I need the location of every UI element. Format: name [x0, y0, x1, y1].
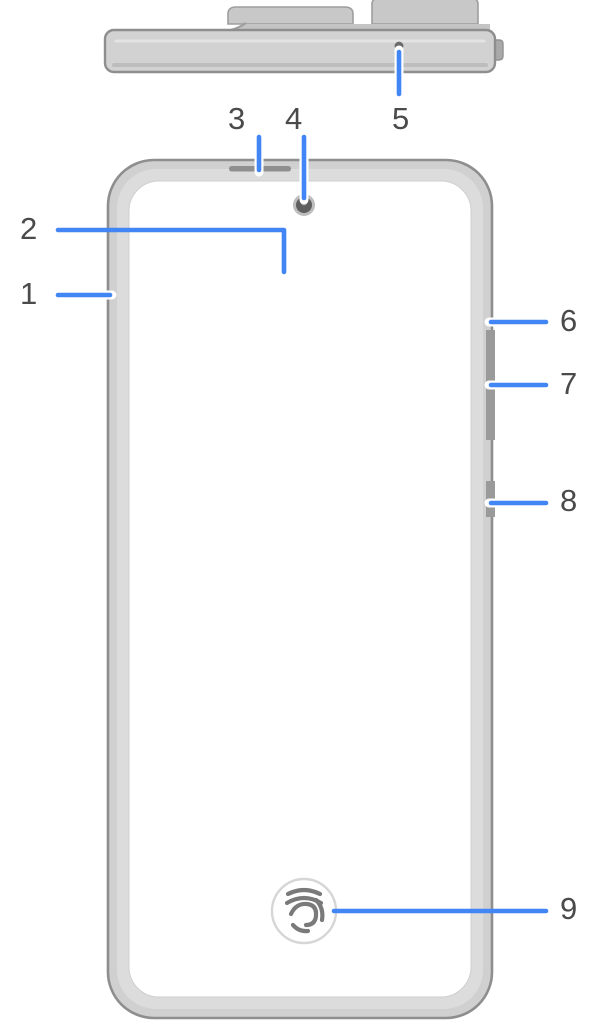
callout-label-7: 7 — [560, 366, 578, 401]
callout-label-2: 2 — [20, 211, 38, 246]
callout-label-3: 3 — [228, 101, 246, 136]
rear-camera-bump — [227, 0, 479, 25]
display-screen — [128, 180, 472, 998]
callout-label-8: 8 — [560, 483, 578, 518]
callout-2-leader — [55, 227, 287, 275]
callout-label-5: 5 — [392, 101, 410, 136]
callout-label-6: 6 — [560, 303, 578, 338]
callout-label-9: 9 — [560, 891, 578, 926]
front-view — [106, 158, 495, 1020]
top-edge-view — [103, 0, 504, 74]
callout-label-1: 1 — [20, 276, 38, 311]
callout-label-4: 4 — [285, 101, 303, 136]
fingerprint-sensor[interactable] — [270, 877, 338, 945]
